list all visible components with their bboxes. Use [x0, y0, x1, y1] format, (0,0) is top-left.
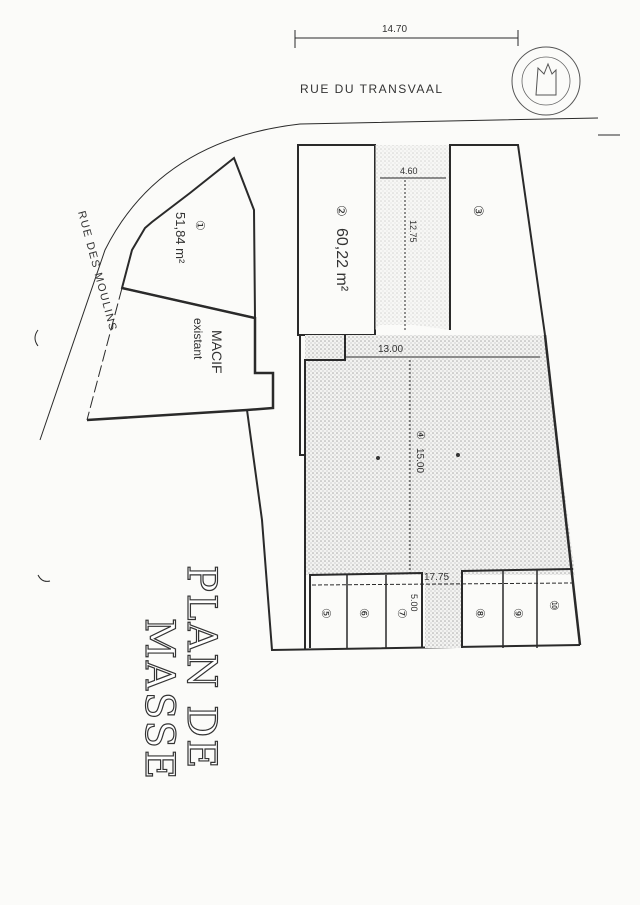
dimension-label: 13.00 [378, 344, 403, 355]
lot-number: ④ [414, 430, 426, 440]
dimension-label: 4.60 [400, 166, 418, 176]
access-corridor: 4.60 12.75 [375, 145, 450, 330]
parking-area: 17.75 5.00 ⑤ ⑥ ⑦ ⑧ ⑨ ⑩ [309, 568, 574, 648]
drawing-title-line2: MASSE [136, 618, 182, 781]
parking-space-5: ⑤ [319, 608, 333, 619]
dimension-top-width: 14.70 [294, 24, 519, 48]
lot-area: 60,22 m² [333, 228, 350, 292]
building-name: MACIF [209, 330, 225, 374]
lot-number: ③ [471, 205, 486, 217]
lot-number: ① [193, 220, 207, 231]
parking-space-10: ⑩ [547, 600, 561, 611]
lot-area: 51,84 m² [173, 212, 188, 264]
dimension-label: 17.75 [424, 572, 449, 583]
lot-4: 13.00 ④ 15.00 [299, 334, 582, 646]
existing-building-macif: MACIF existant [86, 286, 275, 422]
street-name-north: RUE DU TRANSVAAL [300, 82, 444, 96]
street-name-west: RUE DES MOULINS [75, 210, 119, 333]
parking-space-8: ⑧ [473, 608, 487, 619]
drawing-title-line1: PLAN DE [178, 565, 224, 770]
dimension-label: 14.70 [382, 24, 407, 35]
dimension-label: 5.00 [409, 594, 419, 612]
parking-space-7: ⑦ [395, 608, 409, 619]
dimension-label: 15.00 [414, 448, 425, 473]
parking-space-6: ⑥ [357, 608, 371, 619]
lot-2: ② 60,22 m² [297, 144, 376, 336]
town-hall-stamp [511, 46, 581, 116]
parking-space-9: ⑨ [511, 608, 525, 619]
lot-1: ① 51,84 m² [120, 156, 257, 320]
lot-number: ② [334, 205, 349, 217]
building-status: existant [191, 318, 205, 360]
lot-3: ③ [449, 144, 546, 336]
dimension-label: 12.75 [408, 220, 418, 243]
